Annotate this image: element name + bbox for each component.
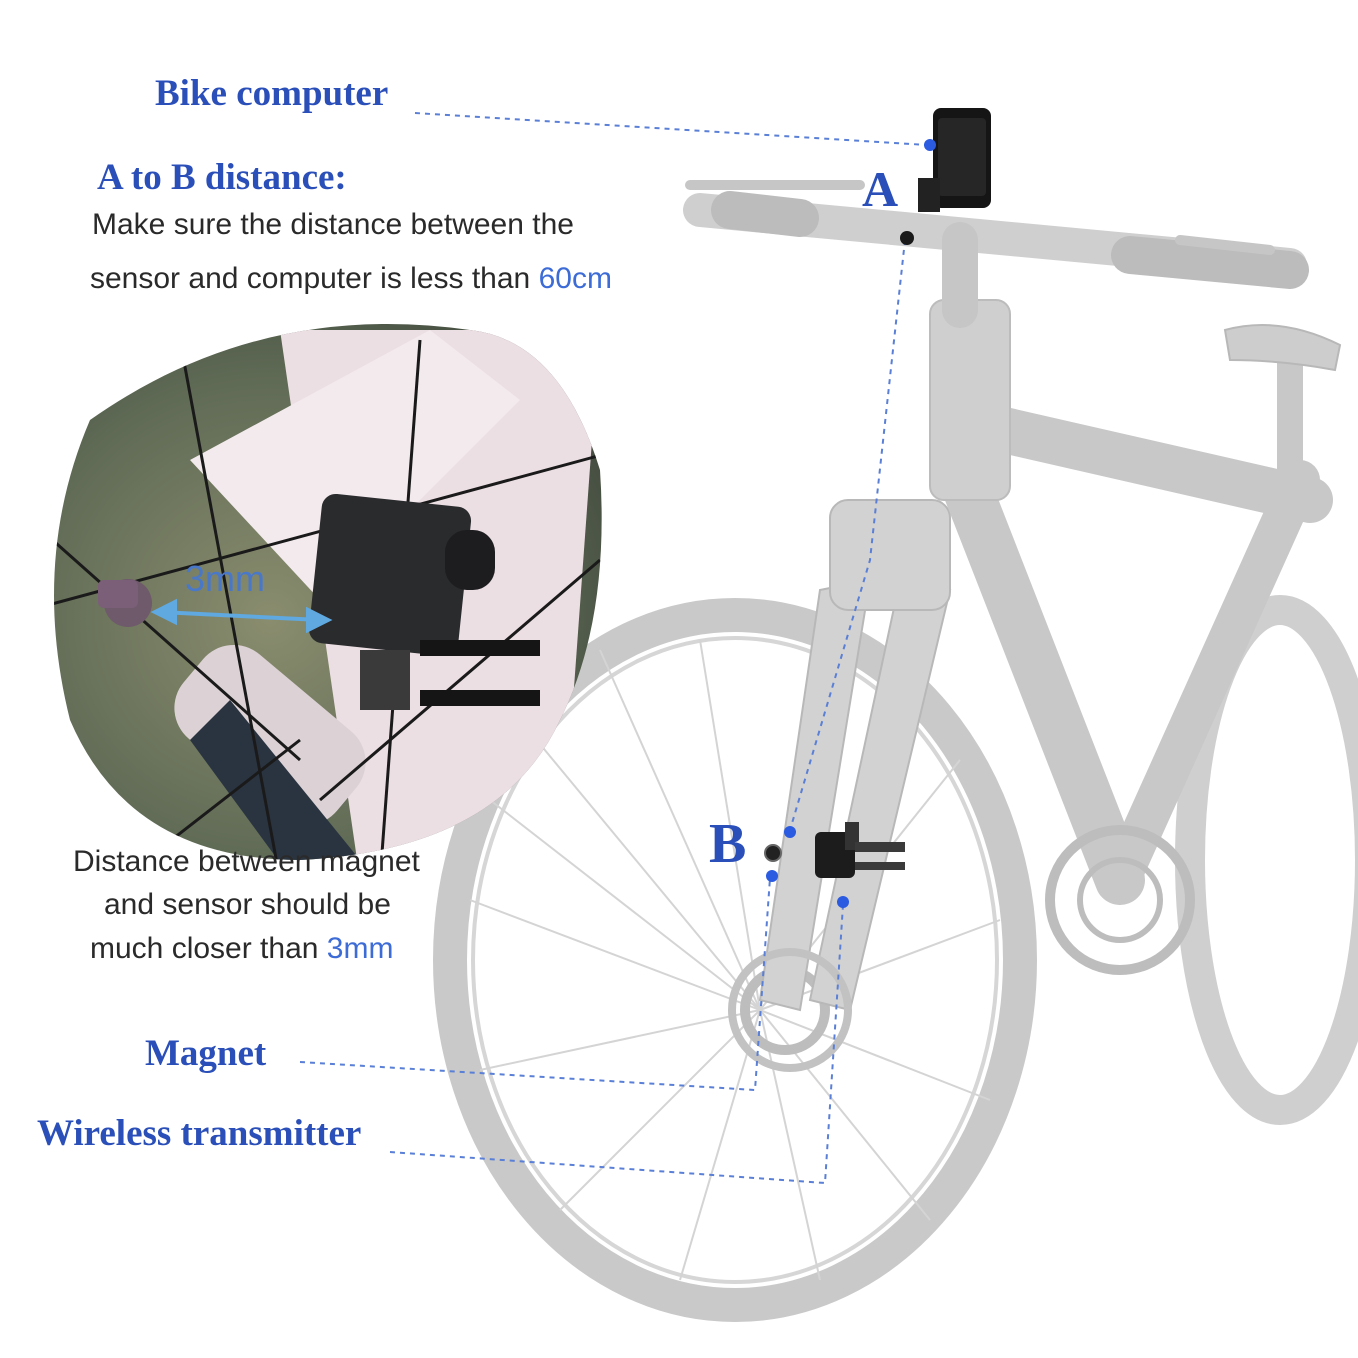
- inset-sensor: [308, 493, 540, 710]
- wireless-transmitter-device: [815, 822, 905, 878]
- magnet-distance-value: 3mm: [326, 932, 394, 965]
- handlebar: [683, 180, 1309, 328]
- wireless-transmitter-label: Wireless transmitter: [37, 1113, 362, 1154]
- inset-gap-label: 3mm: [185, 558, 265, 599]
- magnet-label: Magnet: [145, 1033, 267, 1074]
- chainring: [1045, 825, 1195, 975]
- magnet-text-line3: much closer than 3mm: [90, 932, 393, 966]
- guide-lines: [299, 112, 928, 1185]
- a-to-b-text-line1: Make sure the distance between the: [92, 208, 574, 241]
- front-fork: [758, 499, 952, 1012]
- a-to-b-text-line2-content: sensor and computer is less than: [90, 262, 531, 295]
- a-to-b-title: A to B distance:: [97, 157, 347, 198]
- magnet-device: [764, 844, 782, 862]
- frame: [929, 299, 1333, 905]
- inset-magnet: [98, 579, 152, 627]
- guide-dots: [766, 139, 936, 908]
- a-to-b-distance-value: 60cm: [538, 262, 612, 295]
- rear-wheel: [1175, 595, 1358, 1125]
- magnet-text-line2: and sensor should be: [104, 888, 391, 921]
- bike-computer-label: Bike computer: [155, 73, 389, 114]
- inset-photo: [54, 324, 602, 860]
- magnet-text-line3-content: much closer than: [90, 932, 319, 965]
- saddle: [1223, 324, 1342, 372]
- magnet-text-line1: Distance between magnet: [73, 845, 420, 878]
- a-to-b-text-line2: sensor and computer is less than 60cm: [90, 262, 612, 296]
- point-b-label: B: [709, 813, 747, 875]
- inset-gap-arrow: [150, 598, 333, 634]
- point-a-label: A: [862, 161, 899, 217]
- bike-computer-device: [918, 108, 991, 212]
- brake-disc: [728, 948, 852, 1072]
